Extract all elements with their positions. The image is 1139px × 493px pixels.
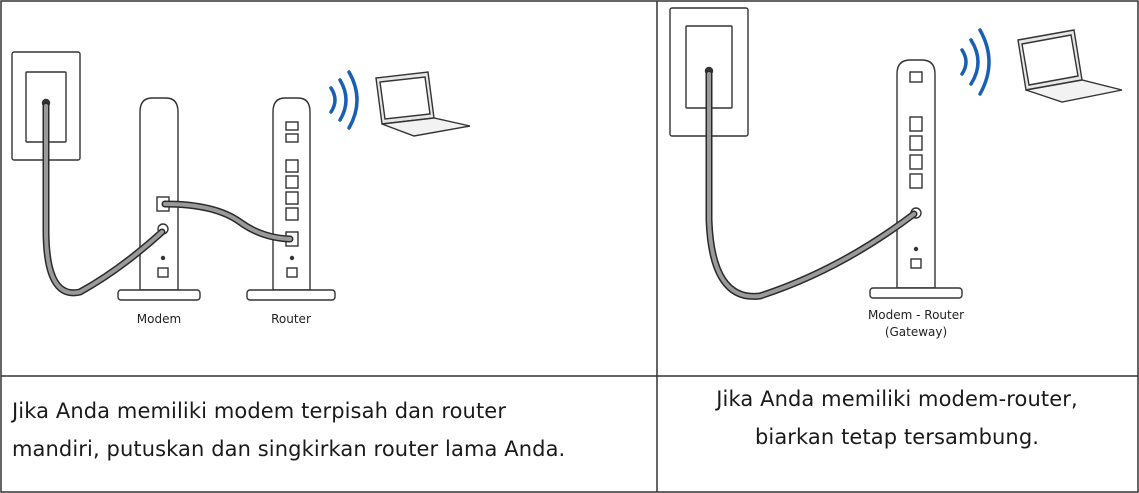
caption-line: Jika Anda memiliki modem terpisah dan ro… bbox=[12, 399, 507, 423]
modem-icon bbox=[117, 97, 201, 301]
wifi-signal-icon bbox=[960, 28, 991, 96]
router-icon bbox=[246, 97, 336, 301]
caption-line: Jika Anda memiliki modem-router, bbox=[716, 387, 1078, 411]
cable-outlet-to-gateway bbox=[705, 70, 918, 300]
device-label-gateway: Modem - Router bbox=[868, 308, 964, 322]
panel-gateway-illustration: Modem - Router (Gateway) bbox=[669, 7, 1123, 339]
panel-separate-illustration: Modem Router bbox=[11, 51, 471, 326]
caption-gateway: Jika Anda memiliki modem-router, biarkan… bbox=[660, 380, 1134, 456]
caption-separate: Jika Anda memiliki modem terpisah dan ro… bbox=[12, 392, 652, 468]
device-label-modem: Modem bbox=[137, 312, 181, 326]
cable-modem-to-router bbox=[161, 200, 294, 243]
device-label-router: Router bbox=[271, 312, 311, 326]
cable-outlet-to-modem bbox=[42, 102, 166, 297]
wifi-signal-icon bbox=[329, 70, 359, 130]
device-label-gateway-sub: (Gateway) bbox=[885, 325, 947, 339]
gateway-icon bbox=[869, 59, 963, 299]
caption-line: biarkan tetap tersambung. bbox=[754, 425, 1040, 449]
laptop-icon bbox=[375, 71, 471, 137]
caption-line: mandiri, putuskan dan singkirkan router … bbox=[12, 437, 566, 461]
laptop-icon bbox=[1017, 29, 1123, 103]
